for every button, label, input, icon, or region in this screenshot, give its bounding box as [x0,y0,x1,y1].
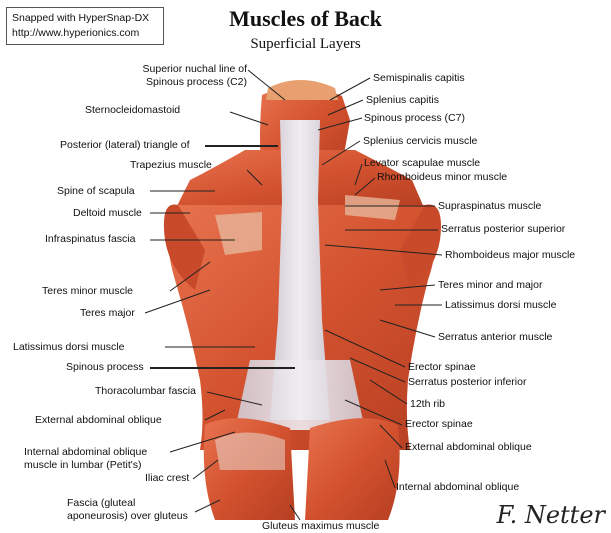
label-thoracolumbar-fascia: Thoracolumbar fascia [95,385,196,398]
label-teres-minor-and-major: Teres minor and major [438,279,542,292]
label-12th-rib: 12th rib [410,398,445,411]
artist-signature: F. Netter [497,501,605,529]
label-rhomboid-major: Rhomboideus major muscle [445,249,575,262]
label-posterior-triangle: Posterior (lateral) triangle of [60,139,190,152]
label-internal-oblique-left-1: Internal abdominal oblique [24,446,147,459]
label-infraspinatus-fascia: Infraspinatus fascia [45,233,135,246]
label-superior-nuchal-line-1: Superior nuchal line of [143,63,247,76]
label-spinous-process: Spinous process [66,361,144,374]
label-trapezius: Trapezius muscle [130,159,212,172]
label-serratus-anterior: Serratus anterior muscle [438,331,552,344]
label-latissimus-left: Latissimus dorsi muscle [13,341,124,354]
label-deltoid: Deltoid muscle [73,207,142,220]
label-superior-nuchal-line: Superior nuchal line of Spinous process … [143,63,247,89]
gluteal-fascia [215,433,285,471]
page-title: Muscles of Back [0,6,611,32]
gluteus-right [305,418,400,520]
label-supraspinatus: Supraspinatus muscle [438,200,541,213]
label-superior-nuchal-line-2: Spinous process (C2) [143,76,247,89]
label-teres-major: Teres major [80,307,135,320]
label-serratus-posterior-inferior: Serratus posterior inferior [408,376,526,389]
label-iliac-crest: Iliac crest [145,472,189,485]
label-gluteal-fascia-2: aponeurosis) over gluteus [67,510,188,523]
label-rhomboid-minor: Rhomboideus minor muscle [377,171,507,184]
label-teres-minor: Teres minor muscle [42,285,133,298]
label-splenius-capitis: Splenius capitis [366,94,439,107]
label-semispinalis-capitis: Semispinalis capitis [373,72,465,85]
label-erector-spinae-2: Erector spinae [405,418,473,431]
page-subtitle: Superficial Layers [0,36,611,53]
head-base [266,80,338,100]
label-levator-scapulae: Levator scapulae muscle [364,157,480,170]
label-internal-oblique-right: Internal abdominal oblique [396,481,519,494]
label-erector-spinae-1: Erector spinae [408,361,476,374]
label-splenius-cervicis: Splenius cervicis muscle [363,135,477,148]
label-external-oblique-left: External abdominal oblique [35,414,162,427]
label-sternocleidomastoid: Sternocleidomastoid [85,104,180,117]
label-gluteus-maximus: Gluteus maximus muscle [262,520,379,533]
label-spinous-process-c7: Spinous process (C7) [364,112,465,125]
label-serratus-posterior-superior: Serratus posterior superior [441,223,565,236]
label-spine-of-scapula: Spine of scapula [57,185,135,198]
label-internal-oblique-left-2: muscle in lumbar (Petit's) [24,459,147,472]
label-gluteal-fascia: Fascia (gluteal aponeurosis) over gluteu… [67,497,188,523]
label-latissimus-right: Latissimus dorsi muscle [445,299,556,312]
label-gluteal-fascia-1: Fascia (gluteal [67,497,188,510]
label-internal-oblique-left: Internal abdominal oblique muscle in lum… [24,446,147,472]
label-external-oblique-right: External abdominal oblique [405,441,532,454]
